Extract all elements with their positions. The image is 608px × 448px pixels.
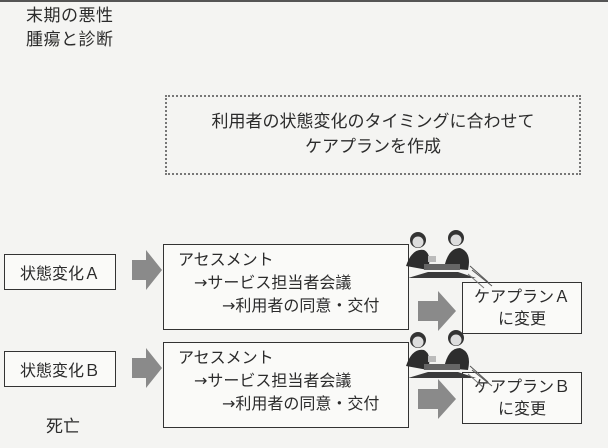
process-step-meeting: →サービス担当者会議 <box>194 273 352 292</box>
process-step-meeting: →サービス担当者会議 <box>194 371 352 390</box>
meeting-people-icon <box>406 330 493 389</box>
state-label-b: 状態変化Ｂ <box>19 361 100 380</box>
state-box-a: 状態変化Ａ <box>4 254 116 290</box>
result-line-2-b: に変更 <box>497 399 546 418</box>
note-line-1: 利用者の状態変化のタイミングに合わせて <box>211 112 535 132</box>
arrow-right-icon <box>132 348 162 388</box>
process-box-a: アセスメント →サービス担当者会議 →利用者の同意・交付 <box>163 244 409 330</box>
note-line-2: ケアプランを作成 <box>305 137 441 157</box>
result-line-2-a: に変更 <box>497 309 546 328</box>
start-label-line-2: 腫瘍と診断 <box>26 30 114 50</box>
process-step-assessment: アセスメント <box>178 348 274 367</box>
arrow-right-icon <box>418 291 456 331</box>
process-step-consent: →利用者の同意・交付 <box>222 394 380 413</box>
process-step-assessment: アセスメント <box>178 250 274 269</box>
start-label-line-1: 末期の悪性 <box>26 6 114 26</box>
start-label: 末期の悪性 腫瘍と診断 <box>26 4 114 52</box>
note-box: 利用者の状態変化のタイミングに合わせて ケアプランを作成 <box>165 95 581 175</box>
top-border-line <box>0 0 608 2</box>
process-step-consent: →利用者の同意・交付 <box>222 296 380 315</box>
arrow-right-icon <box>418 379 456 419</box>
result-box-a: ケアプランＡ に変更 <box>462 282 582 334</box>
meeting-people-icon <box>406 230 493 289</box>
process-box-b: アセスメント →サービス担当者会議 →利用者の同意・交付 <box>163 342 409 428</box>
state-box-b: 状態変化Ｂ <box>4 351 116 387</box>
result-line-1-b: ケアプランＢ <box>473 377 570 396</box>
end-label: 死亡 <box>46 417 80 437</box>
result-box-b: ケアプランＢ に変更 <box>462 372 582 424</box>
state-label-a: 状態変化Ａ <box>19 264 100 283</box>
arrow-right-icon <box>132 250 162 290</box>
result-line-1-a: ケアプランＡ <box>473 287 570 306</box>
